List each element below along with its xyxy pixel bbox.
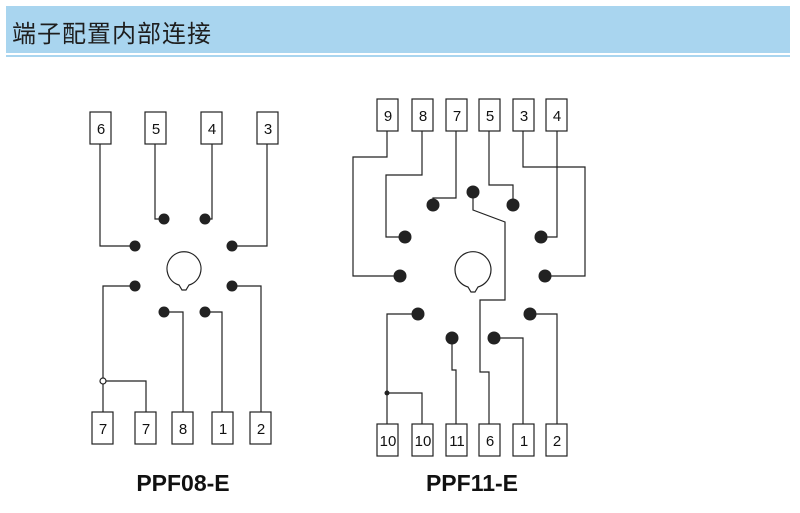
pin xyxy=(129,280,141,292)
wire xyxy=(232,285,262,412)
pin xyxy=(129,240,141,252)
pin xyxy=(506,198,520,212)
pin xyxy=(393,269,407,283)
pin xyxy=(226,280,238,292)
pin xyxy=(199,213,211,225)
junction xyxy=(99,377,107,385)
wire xyxy=(432,131,457,205)
header-underline xyxy=(6,55,790,57)
wire xyxy=(103,380,147,412)
header-bar xyxy=(6,6,790,53)
terminal-label: 6 xyxy=(486,433,494,450)
terminal-label: 4 xyxy=(208,121,216,138)
pin xyxy=(538,269,552,283)
wire xyxy=(494,337,524,424)
pin xyxy=(534,230,548,244)
terminal-label: 5 xyxy=(152,121,160,138)
wire xyxy=(164,311,184,412)
pin xyxy=(523,307,537,321)
pin xyxy=(426,198,440,212)
terminal-label: 3 xyxy=(264,121,272,138)
wire xyxy=(385,131,423,238)
wire xyxy=(99,144,135,247)
terminal-label: 9 xyxy=(384,108,392,125)
pin xyxy=(158,306,170,318)
terminal-label: 8 xyxy=(179,421,187,438)
pin xyxy=(487,331,501,345)
wire xyxy=(232,144,268,247)
pin xyxy=(226,240,238,252)
wire xyxy=(488,131,514,205)
pin xyxy=(466,185,480,199)
pin xyxy=(199,306,211,318)
terminal-label: 10 xyxy=(380,433,397,450)
wire xyxy=(352,131,400,277)
pin xyxy=(398,230,412,244)
wire xyxy=(102,285,135,412)
pin xyxy=(158,213,170,225)
page-title: 端子配置内部连接 xyxy=(12,20,212,48)
terminal-label: 2 xyxy=(257,421,265,438)
terminal-label: 7 xyxy=(453,108,461,125)
diagram-ppf11e xyxy=(352,98,586,457)
wire xyxy=(387,392,423,424)
wire xyxy=(522,131,586,277)
pins-ppf08e xyxy=(129,213,238,318)
terminal-label: 6 xyxy=(97,121,105,138)
terminal-label: 1 xyxy=(520,433,528,450)
terminal-label: 8 xyxy=(419,108,427,125)
wire xyxy=(541,131,558,238)
terminal-label: 1 xyxy=(219,421,227,438)
wire xyxy=(205,311,223,412)
labels-ppf08e: 6 5 4 3 7 7 8 1 2 PPF08-E xyxy=(97,121,272,496)
diagram-ppf08e xyxy=(89,111,279,445)
terminal-label: 10 xyxy=(415,433,432,450)
wire xyxy=(451,338,457,424)
terminal-label: 11 xyxy=(449,433,465,450)
terminal-label: 7 xyxy=(99,421,107,438)
model-label: PPF11-E xyxy=(426,470,518,496)
terminal-label: 7 xyxy=(142,421,150,438)
wire xyxy=(154,144,164,220)
terminal-label: 2 xyxy=(553,433,561,450)
pin xyxy=(445,331,459,345)
header-banner: 端子配置内部连接 xyxy=(0,0,795,62)
labels-ppf11e: 9 8 7 5 3 4 10 10 11 6 1 2 PPF11-E xyxy=(380,108,562,496)
junction xyxy=(384,390,390,396)
pins-ppf11e xyxy=(384,185,552,396)
terminal-label: 3 xyxy=(520,108,528,125)
wire xyxy=(530,313,558,424)
wire xyxy=(472,192,506,424)
pin xyxy=(411,307,425,321)
terminal-label: 4 xyxy=(553,108,561,125)
wire xyxy=(386,313,418,424)
socket-key xyxy=(166,251,202,291)
socket-key xyxy=(454,251,492,293)
model-label: PPF08-E xyxy=(136,470,229,496)
wire xyxy=(205,144,213,220)
terminal-label: 5 xyxy=(486,108,494,125)
